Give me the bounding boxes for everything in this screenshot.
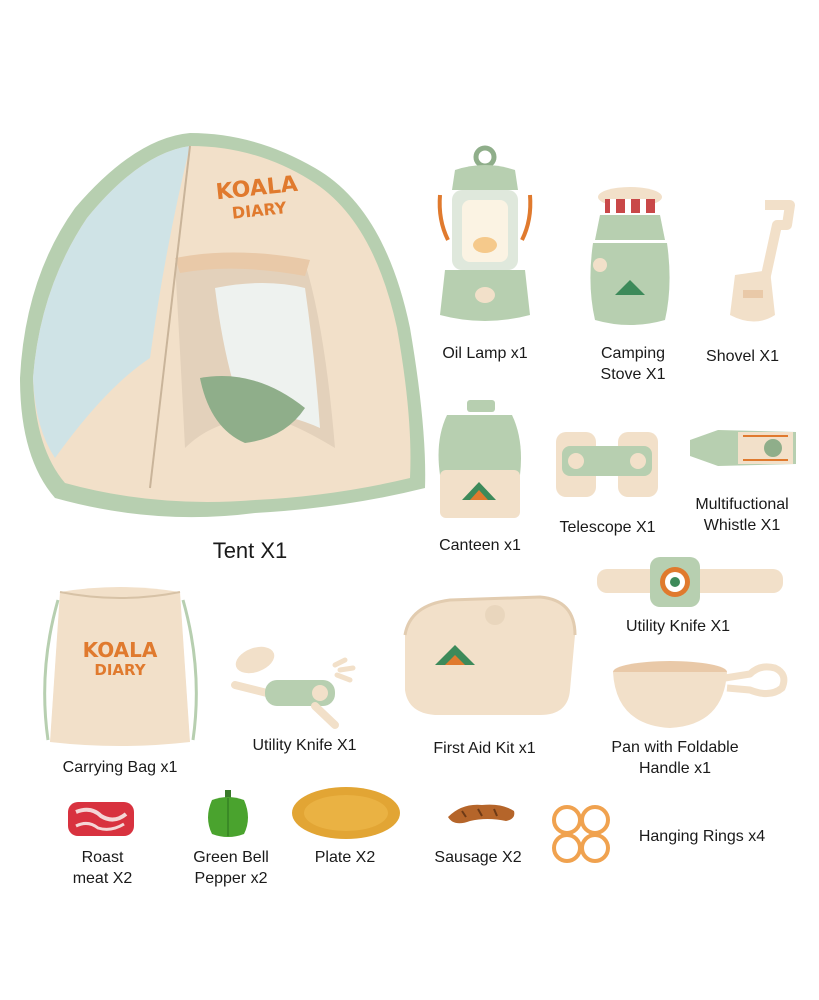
- shovel-image: [730, 200, 795, 322]
- shovel-label: Shovel X1: [706, 348, 779, 365]
- sausage-label: Sausage X2: [434, 849, 522, 866]
- utility-knife-image: [231, 646, 356, 729]
- plate-image: [292, 787, 400, 839]
- hanging-rings-image: [552, 805, 610, 863]
- green-pepper-label: Green Bell Pepper x2: [193, 849, 269, 887]
- utility-knife-label: Utility Knife X1: [252, 737, 357, 754]
- watch-knife-label: Utility Knife X1: [625, 618, 731, 635]
- bag-logo: KOALA DIARY: [70, 640, 170, 680]
- tent-image: [20, 133, 426, 518]
- sausage-image: [448, 804, 515, 824]
- carrying-bag-image: [43, 587, 198, 746]
- bag-logo-line1: KOALA: [82, 638, 158, 662]
- whistle-image: [690, 430, 796, 466]
- pan-image: [613, 661, 788, 728]
- camping-stove-label: Camping Stove X1: [600, 345, 666, 383]
- oil-lamp-label: Oil Lamp x1: [442, 345, 528, 362]
- green-pepper-image: [208, 790, 248, 837]
- canteen-label: Canteen x1: [439, 537, 521, 554]
- whistle-label: Multifuctional Whistle X1: [695, 496, 789, 534]
- telescope-image: [556, 432, 658, 497]
- hanging-rings-label: Hanging Rings x4: [638, 828, 766, 845]
- carrying-bag-label: Carrying Bag x1: [62, 759, 178, 776]
- roast-meat-label: Roast meat X2: [72, 849, 133, 887]
- telescope-label: Telescope X1: [559, 519, 656, 536]
- plate-label: Plate X2: [314, 849, 376, 866]
- canteen-image: [438, 400, 521, 518]
- camping-stove-image: [590, 187, 670, 325]
- watch-image: [597, 557, 783, 607]
- tent-label: Tent X1: [212, 538, 288, 563]
- first-aid-kit-image: [403, 595, 577, 715]
- pan-label: Pan with Foldable Handle x1: [611, 739, 739, 777]
- bag-logo-line2: DIARY: [94, 661, 146, 679]
- oil-lamp-image: [437, 145, 533, 321]
- roast-meat-image: [68, 802, 134, 836]
- first-aid-kit-label: First Aid Kit x1: [433, 740, 536, 757]
